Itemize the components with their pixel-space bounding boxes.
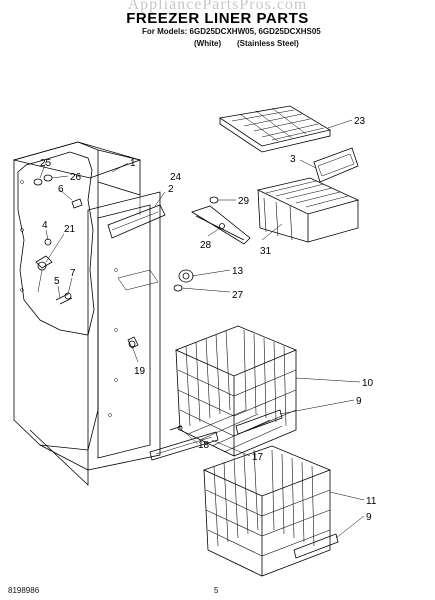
wire-shelf — [256, 177, 360, 243]
page-title: FREEZER LINER PARTS — [126, 10, 309, 27]
callout-29: 29 — [238, 196, 250, 207]
model-white-label: (White) — [194, 39, 222, 48]
document-number: 8198986 — [8, 586, 40, 595]
wall-fasteners — [33, 174, 139, 349]
shelf-bracket — [313, 147, 359, 183]
callout-18: 18 — [198, 440, 210, 451]
callout-1: 1 — [130, 158, 136, 169]
freezer-liner-cabinet — [12, 141, 161, 486]
callout-2: 2 — [168, 184, 174, 195]
callout-13: 13 — [232, 266, 244, 277]
callout-17: 17 — [252, 452, 264, 463]
callout-11: 11 — [366, 496, 377, 507]
callout-5: 5 — [54, 276, 60, 287]
callout-3: 3 — [290, 154, 296, 165]
watermark: AppliancePartsPros.com — [127, 0, 308, 13]
callout-6: 6 — [58, 184, 64, 195]
ice-tray — [218, 105, 332, 153]
lower-freezer-basket — [202, 445, 332, 577]
model-list: For Models: 6GD25DCXHW05, 6GD25DCXHS05 — [142, 27, 321, 36]
callout-31: 31 — [260, 246, 272, 257]
callout-26: 26 — [70, 172, 82, 183]
callout-27: 27 — [232, 290, 244, 301]
air-duct-cover — [107, 204, 166, 239]
basket-front-upper — [235, 409, 283, 435]
page-number: 5 — [214, 586, 219, 595]
callout-9-upper: 9 — [356, 396, 362, 407]
callout-24: 24 — [170, 172, 182, 183]
callout-9-lower: 9 — [366, 512, 372, 523]
light-housing — [173, 269, 194, 292]
upper-freezer-basket — [174, 325, 298, 457]
basket-slide-rail — [149, 425, 219, 461]
callout-4: 4 — [42, 220, 48, 231]
callout-10: 10 — [362, 378, 374, 389]
basket-front-lower — [293, 533, 339, 559]
callout-23: 23 — [354, 116, 366, 127]
callout-25: 25 — [40, 158, 52, 169]
leader-lines — [37, 119, 365, 539]
rating-label — [117, 269, 159, 291]
callout-21: 21 — [64, 224, 76, 235]
callout-7: 7 — [70, 268, 76, 279]
callout-28: 28 — [200, 240, 212, 251]
callout-19: 19 — [134, 366, 146, 377]
model-steel-label: (Stainless Steel) — [237, 39, 299, 48]
callout-labels: 1 2 3 4 5 6 7 9 9 10 11 13 17 18 19 21 2… — [40, 116, 377, 523]
